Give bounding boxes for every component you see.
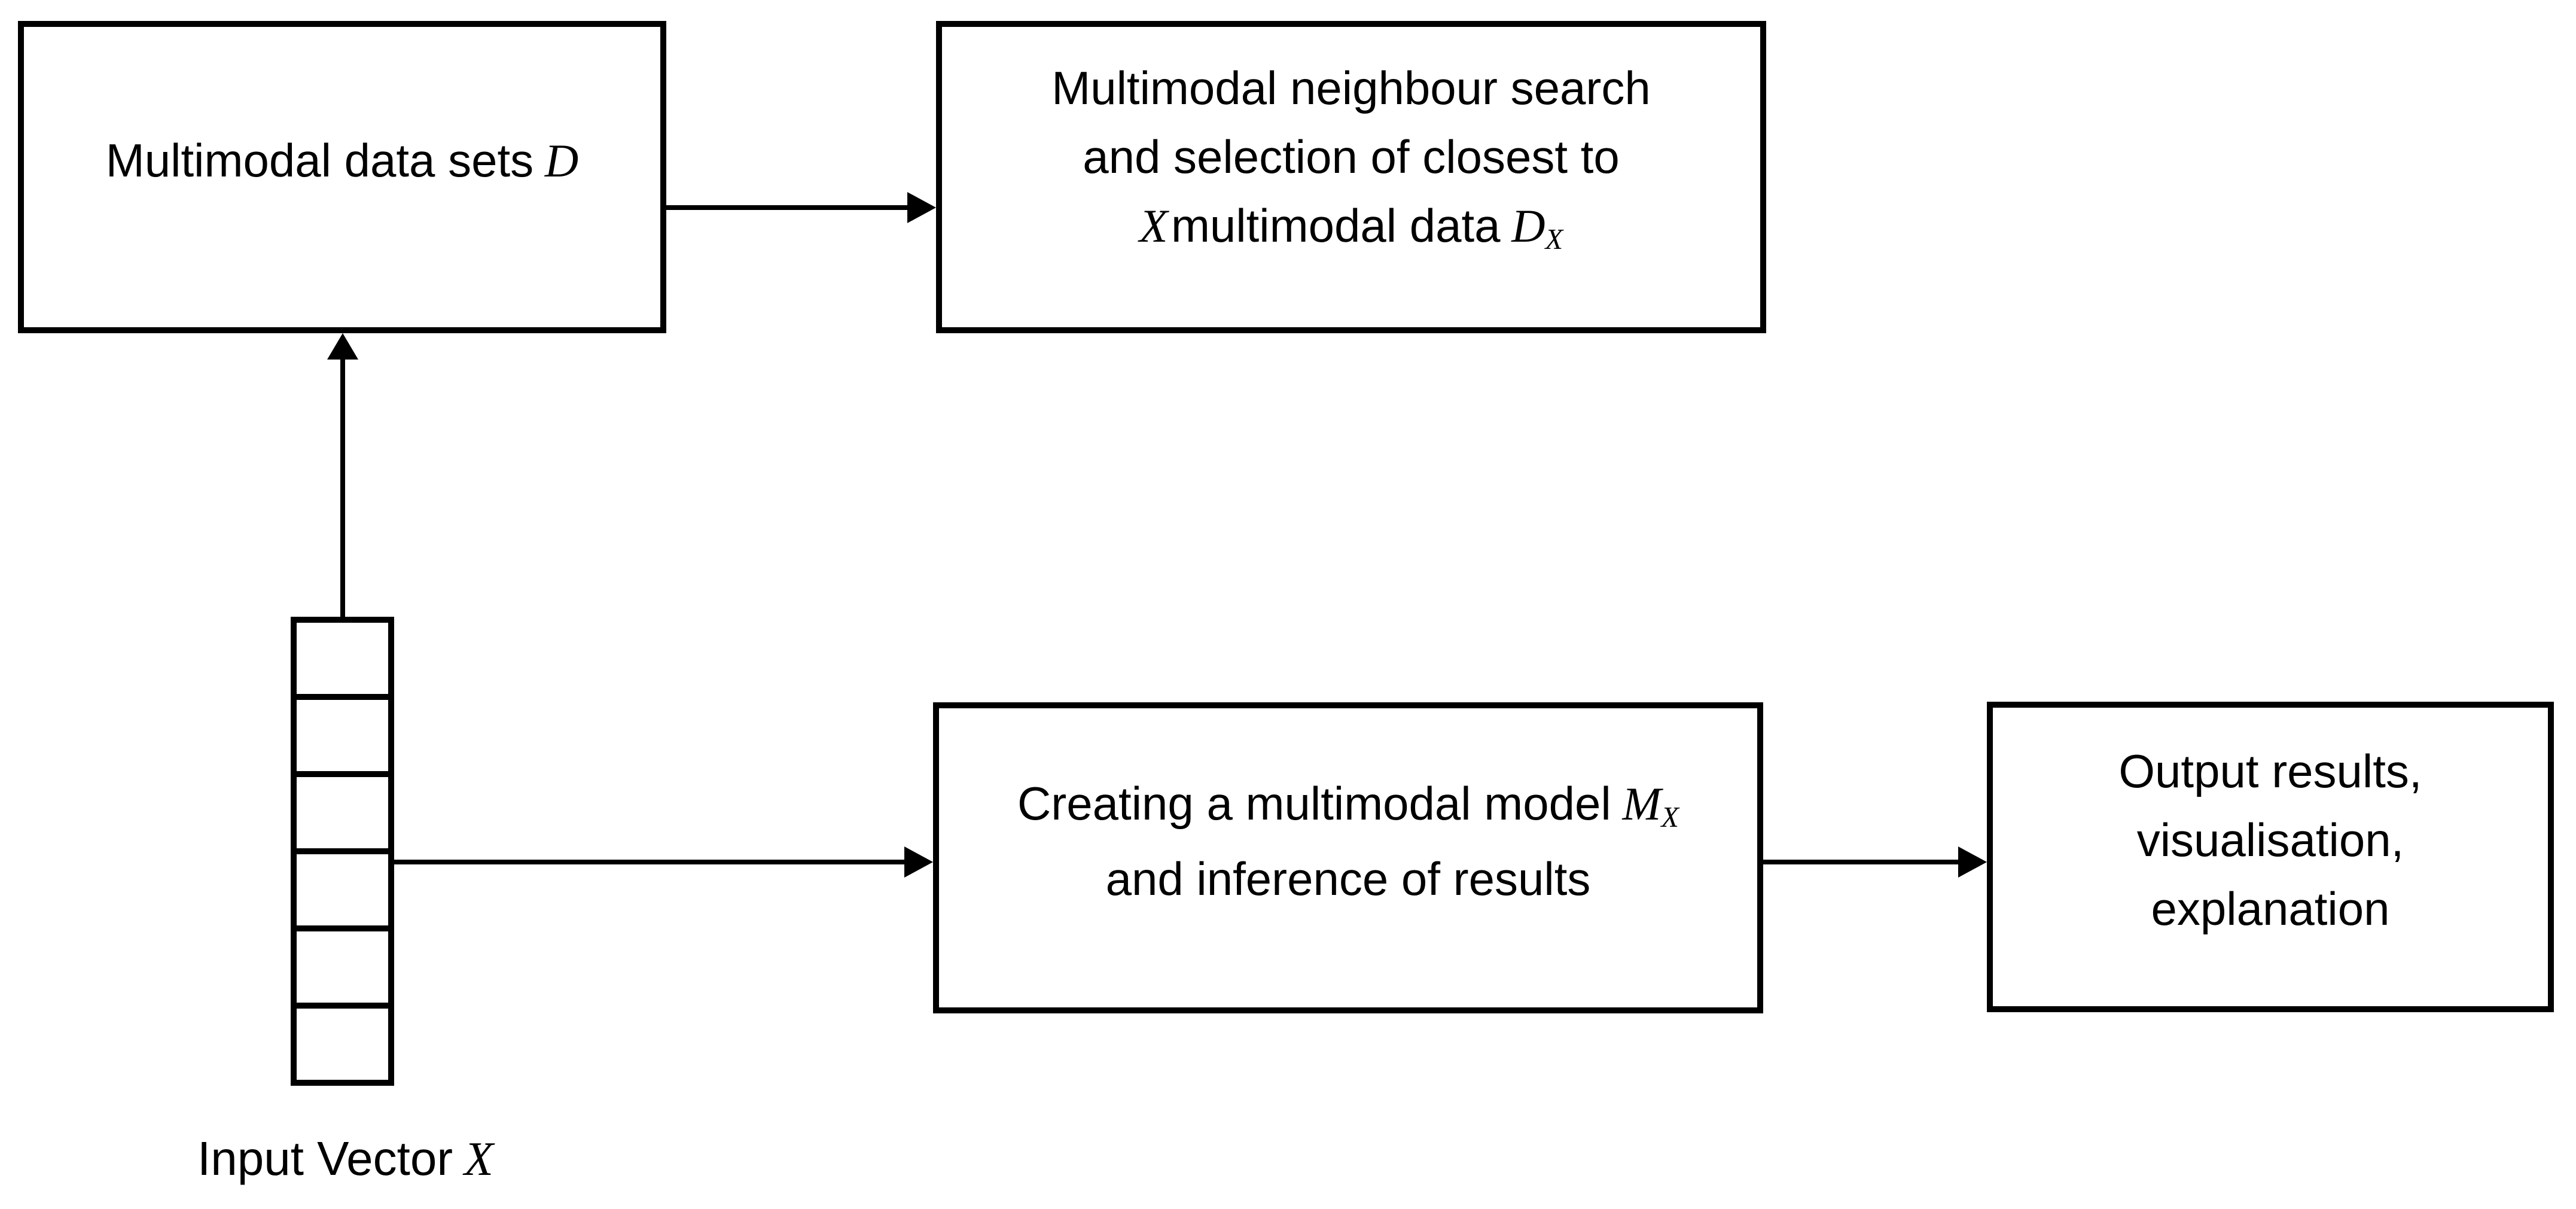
vector-cell [297, 623, 388, 694]
neighbour-search-symbol-X: X [1139, 200, 1168, 252]
arrow-vector-to-model-line [394, 860, 904, 864]
input-vector-label-text: Input Vector [197, 1132, 453, 1185]
output-line2: visualisation, [2136, 814, 2404, 866]
arrow-vector-to-model-head [904, 846, 933, 878]
model-line2: and inference of results [1105, 852, 1591, 905]
neighbour-search-symbol-DX-sub: X [1545, 224, 1563, 256]
neighbour-search-line1: Multimodal neighbour search [1051, 62, 1651, 114]
output-line3: explanation [2151, 882, 2390, 935]
model-symbol-MX: MX [1622, 777, 1679, 833]
output-line1: Output results, [2118, 745, 2422, 797]
vector-cell [297, 694, 388, 771]
vector-cell [297, 925, 388, 1003]
box-output-results: Output results, visualisation, explanati… [1987, 702, 2554, 1012]
neighbour-search-line3-text: multimodal data [1170, 199, 1501, 252]
model-line1-text: Creating a multimodal model [1017, 776, 1611, 830]
vector-cell [297, 848, 388, 925]
arrow-model-to-output-head [1958, 846, 1987, 878]
neighbour-search-symbol-DX: DX [1511, 200, 1563, 256]
box-output-results-text: Output results, visualisation, explanati… [2118, 737, 2422, 943]
arrow-model-to-output-line [1763, 860, 1958, 864]
arrow-datasets-to-search-line [666, 205, 907, 210]
neighbour-search-line2: and selection of closest to [1083, 130, 1620, 183]
arrow-datasets-to-search-head [907, 192, 936, 223]
arrow-vector-to-datasets-head [327, 333, 358, 360]
input-vector [291, 617, 394, 1086]
arrow-vector-to-datasets-line [340, 358, 345, 617]
box-neighbour-search-text: Multimodal neighbour search and selectio… [1051, 54, 1651, 267]
model-symbol-MX-sub: X [1661, 801, 1679, 833]
vector-cell [297, 771, 388, 848]
datasets-text: Multimodal data sets [105, 133, 534, 187]
input-vector-symbol-X: X [464, 1133, 494, 1186]
vector-cell [297, 1003, 388, 1080]
box-neighbour-search: Multimodal neighbour search and selectio… [936, 21, 1766, 333]
datasets-symbol-D: D [544, 134, 579, 187]
